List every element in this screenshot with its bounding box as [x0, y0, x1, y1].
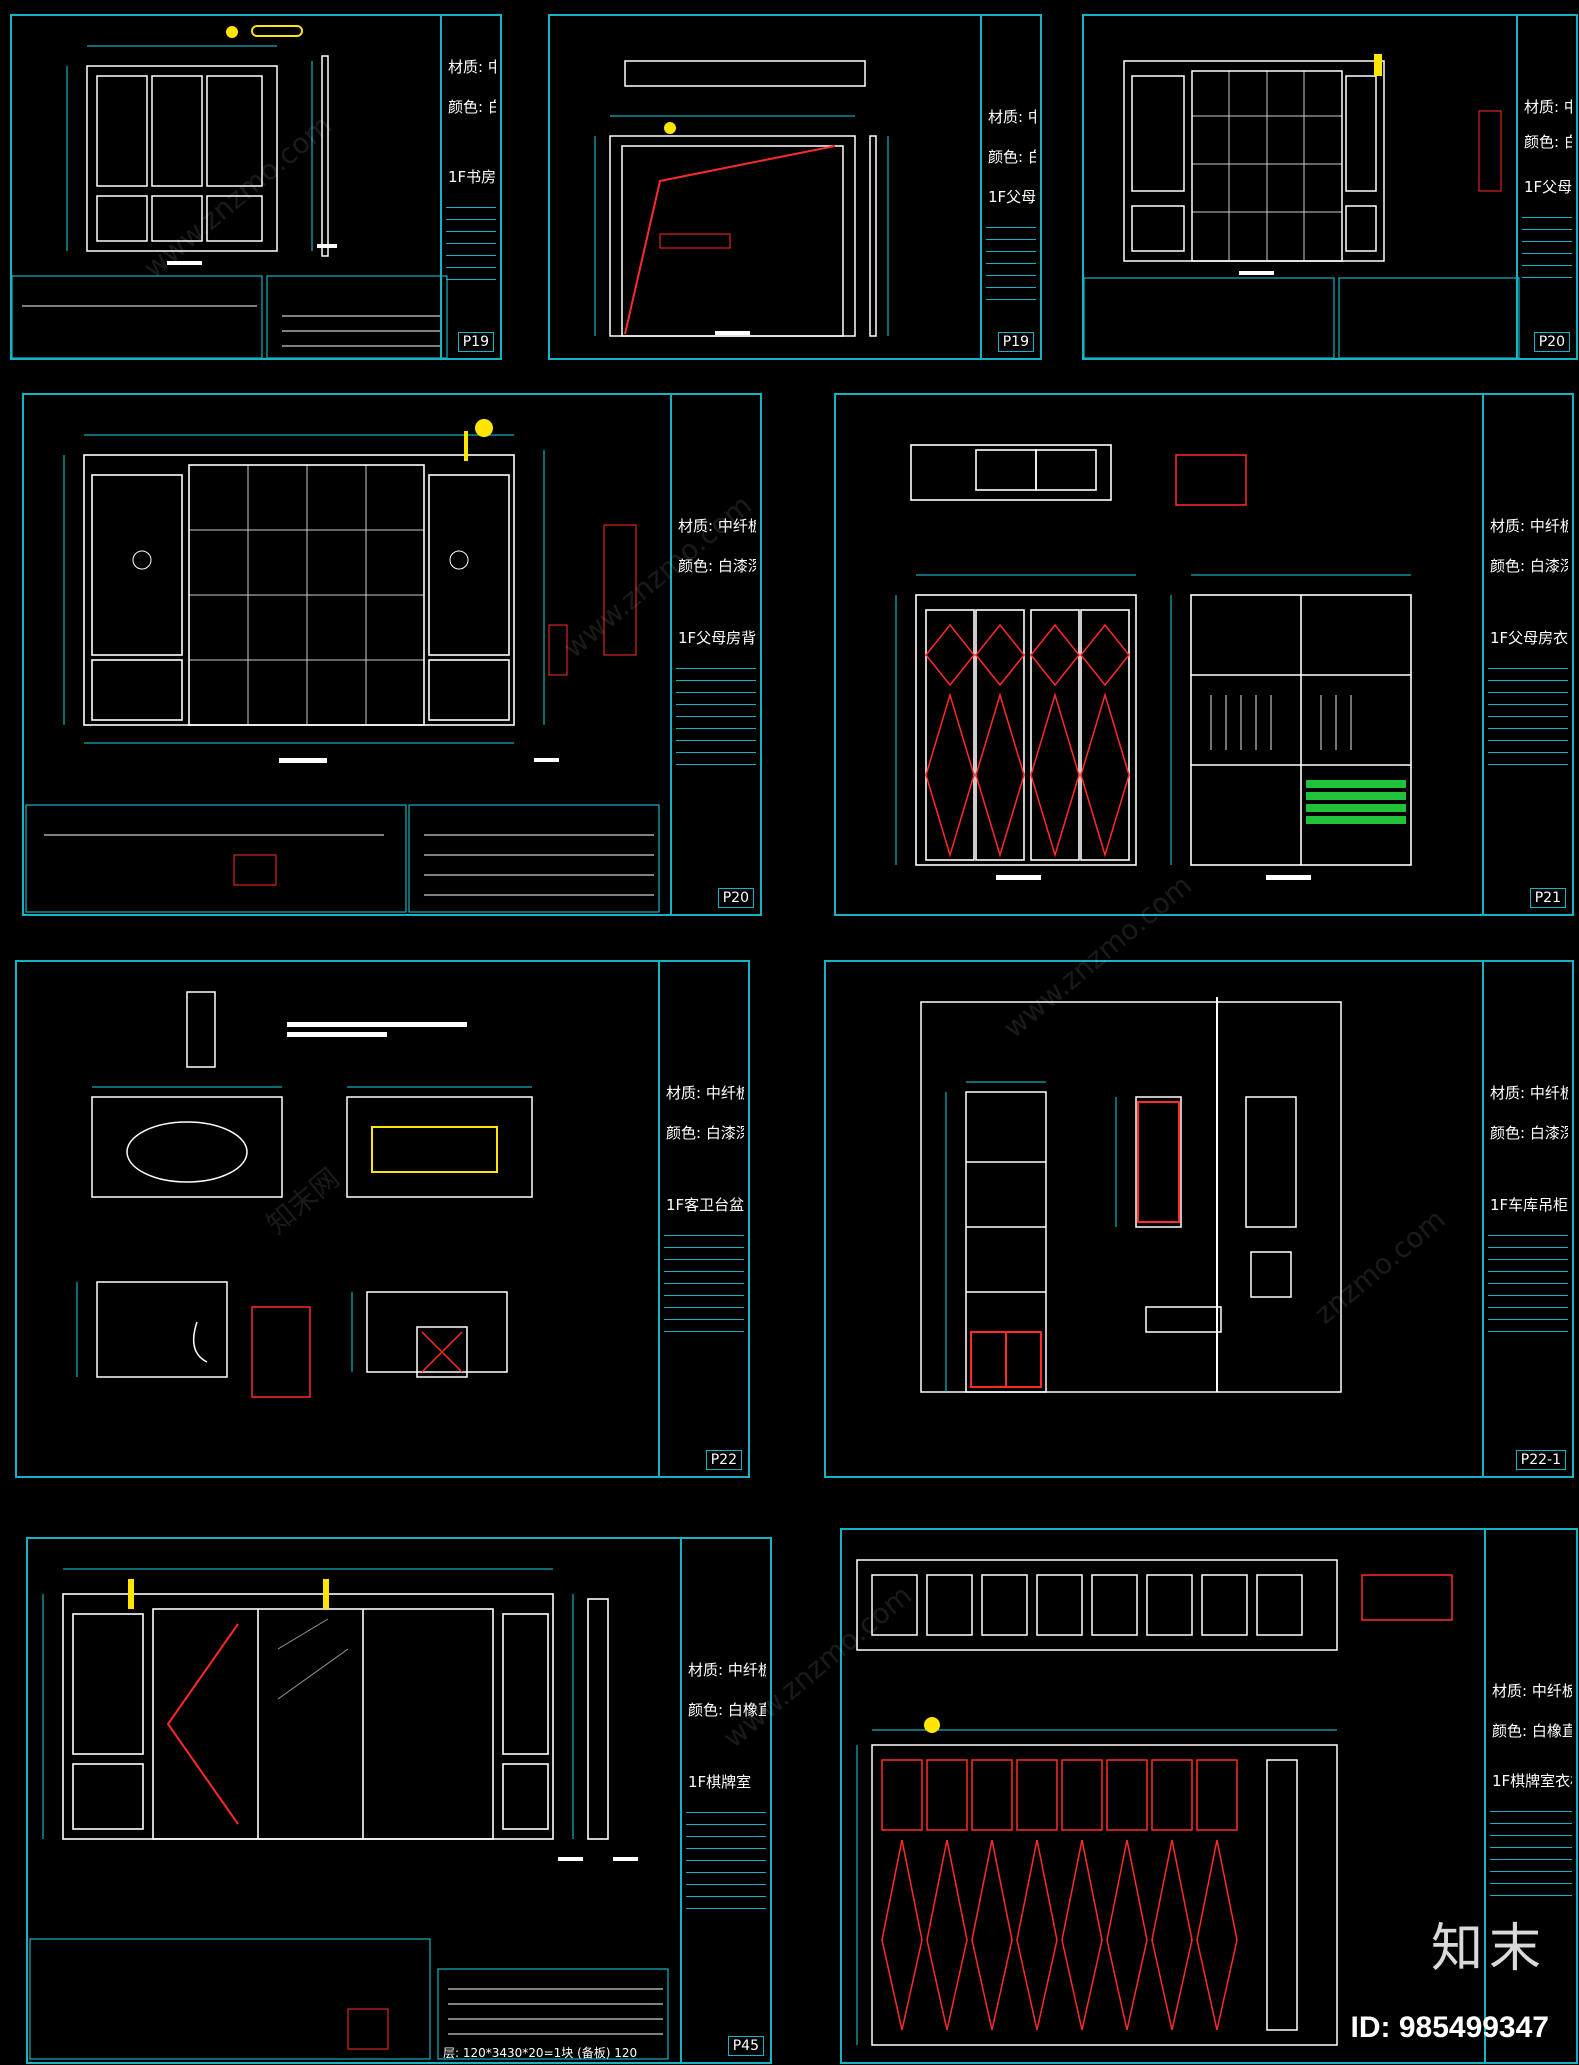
- title-block: 材质: 中纤板加多层板 颜色: 白橡直纹(见样) 1F棋牌室 P45: [680, 1539, 770, 2062]
- drawing-title: 1F父母房背景: [1524, 178, 1572, 196]
- drawing-title: 1F车库吊柜和鞋柜: [1490, 1196, 1568, 1214]
- title-block: 材质: 中纤板加多层板 颜色: 白漆深油 1F车库吊柜和鞋柜 P22-1: [1482, 962, 1572, 1476]
- material-label: 材质: 中纤板加多层板: [988, 108, 1036, 126]
- material-label: 材质: 中纤板加多层板: [1492, 1682, 1572, 1700]
- drawing-title: 1F父母房背景: [678, 629, 756, 647]
- color-label: 颜色: 白橡直纹(见样): [688, 1701, 766, 1719]
- drawing-sheet-2: 材质: 中纤板加多层板 颜色: 白漆深油 1F父母房门套 P19: [548, 14, 1042, 360]
- color-label: 颜色: 白橡直纹(见样): [1492, 1722, 1572, 1740]
- panel-note: 层: 120*3430*20=1块 (备板) 120: [443, 2046, 638, 2060]
- drawing-sheet-9: 材质: 中纤板加多层板 颜色: 白橡直纹(见样) 1F棋牌室衣柜: [840, 1528, 1578, 2064]
- title-block: 材质: 中纤板加多层板 颜色: 白漆深油 1F父母房衣柜 P21: [1482, 395, 1572, 914]
- page-number: P22-1: [1515, 1450, 1566, 1470]
- material-label: 材质: 中纤板加多层板: [1524, 98, 1572, 116]
- chess-room-elevation: [29, 1568, 669, 2060]
- bed-background-elevation: [25, 419, 660, 913]
- color-label: 颜色: 白漆深油: [1490, 557, 1568, 575]
- drawing-sheet-3: 材质: 中纤板加多层板 颜色: 白漆深油 1F父母房背景 P20: [1082, 14, 1578, 360]
- drawing-sheet-5: 材质: 中纤板加多层板 颜色: 白漆深油 1F父母房衣柜 P21: [834, 393, 1574, 916]
- page-number: P19: [457, 332, 494, 352]
- material-label: 材质: 中纤板加多层板: [666, 1084, 744, 1102]
- cabinet-elevation-drawing: [12, 25, 448, 358]
- title-block: 材质: 中纤板加多层板 颜色: 白漆深油 1F客卫台盆柜 P22: [658, 962, 748, 1476]
- brand-logo: 知末: [1430, 1919, 1547, 1979]
- image-id-label: ID: 985499347: [1350, 2011, 1550, 2044]
- drawing-sheet-1: 材质: 中纤板加多层板 颜色: 白漆深油 1F书房立面 P19: [10, 14, 502, 360]
- drawing-title: 1F棋牌室: [688, 1773, 752, 1791]
- drawing-sheet-7: 材质: 中纤板加多层板 颜色: 白漆深油 1F车库吊柜和鞋柜 P22-1: [824, 960, 1574, 1478]
- bed-background-drawing: [1084, 54, 1520, 358]
- drawing-sheet-4: 材质: 中纤板加多层板 颜色: 白漆深油 1F父母房背景 P20: [22, 393, 762, 916]
- page-number: P45: [727, 2036, 764, 2056]
- drawing-title: 1F书房立面: [448, 168, 496, 186]
- title-block: 材质: 中纤板加多层板 颜色: 白漆深油 1F父母房背景 P20: [670, 395, 760, 914]
- title-block: 材质: 中纤板加多层板 颜色: 白漆深油 1F父母房背景 P20: [1516, 16, 1576, 358]
- color-label: 颜色: 白漆深油: [988, 148, 1036, 166]
- page-number: P21: [1529, 888, 1566, 908]
- drawing-title: 1F棋牌室衣柜: [1492, 1772, 1572, 1790]
- drawing-sheet-8: 层: 120*3430*20=1块 (备板) 120 材质: 中纤板加多层板 颜…: [26, 1537, 772, 2064]
- title-block: 材质: 中纤板加多层板 颜色: 白橡直纹(见样) 1F棋牌室衣柜: [1484, 1530, 1576, 2062]
- material-label: 材质: 中纤板加多层板: [448, 58, 496, 76]
- vanity-cabinet-drawing: [76, 991, 533, 1398]
- page-number: P20: [717, 888, 754, 908]
- title-block: 材质: 中纤板加多层板 颜色: 白漆深油 1F书房立面 P19: [440, 16, 500, 358]
- drawing-title: 1F父母房门套: [988, 188, 1036, 206]
- color-label: 颜色: 白漆深油: [1524, 133, 1572, 151]
- page-number: P20: [1533, 332, 1570, 352]
- garage-cabinet-drawing: [920, 997, 1342, 1393]
- chess-room-wardrobe: [856, 1559, 1453, 2046]
- material-label: 材质: 中纤板加多层板: [1490, 517, 1568, 535]
- material-label: 材质: 中纤板加多层板: [678, 517, 756, 535]
- page-number: P19: [997, 332, 1034, 352]
- door-frame-drawing: [594, 60, 889, 337]
- drawing-sheet-6: 材质: 中纤板加多层板 颜色: 白漆深油 1F客卫台盆柜 P22: [15, 960, 750, 1478]
- drawing-title: 1F父母房衣柜: [1490, 629, 1568, 647]
- page-number: P22: [705, 1450, 742, 1470]
- drawing-title: 1F客卫台盆柜: [666, 1196, 744, 1214]
- color-label: 颜色: 白漆深油: [678, 557, 756, 575]
- color-label: 颜色: 白漆深油: [1490, 1124, 1568, 1142]
- title-block: 材质: 中纤板加多层板 颜色: 白漆深油 1F父母房门套 P19: [980, 16, 1040, 358]
- color-label: 颜色: 白漆深油: [448, 98, 496, 116]
- color-label: 颜色: 白漆深油: [666, 1124, 744, 1142]
- material-label: 材质: 中纤板加多层板: [1490, 1084, 1568, 1102]
- material-label: 材质: 中纤板加多层板: [688, 1661, 766, 1679]
- wardrobe-elevation: [895, 444, 1412, 880]
